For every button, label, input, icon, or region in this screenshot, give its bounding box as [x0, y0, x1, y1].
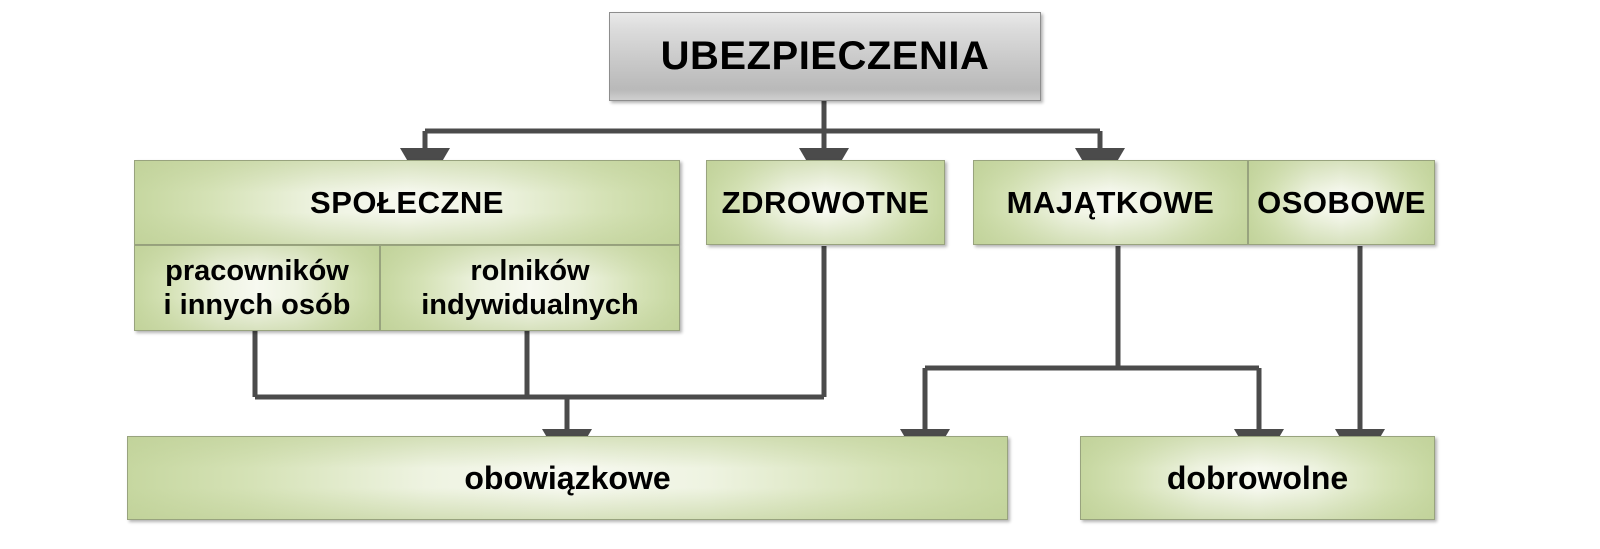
spoleczne-subgroup: pracowników i innych osób rolników indyw…	[134, 245, 680, 331]
node-majatkowe-label: MAJĄTKOWE	[1006, 184, 1215, 220]
node-zdrowotne[interactable]: ZDROWOTNE	[706, 160, 945, 245]
node-rolnikow-line2: indywidualnych	[421, 289, 639, 321]
node-osobowe-label: OSOBOWE	[1257, 184, 1426, 220]
node-spoleczne-label: SPOŁECZNE	[310, 184, 504, 220]
node-dobrowolne[interactable]: dobrowolne	[1080, 436, 1435, 520]
node-spoleczne[interactable]: SPOŁECZNE	[134, 160, 680, 245]
node-osobowe[interactable]: OSOBOWE	[1248, 160, 1435, 245]
node-pracownikow-i-innych-osob[interactable]: pracowników i innych osób	[134, 245, 380, 331]
node-dobrowolne-label: dobrowolne	[1166, 459, 1349, 496]
node-pracownikow-label: pracowników i innych osób	[164, 254, 351, 322]
node-rolnikow-label: rolników indywidualnych	[421, 254, 639, 322]
node-obowiazkowe[interactable]: obowiązkowe	[127, 436, 1008, 520]
node-obowiazkowe-label: obowiązkowe	[464, 459, 671, 496]
node-pracownikow-line2: i innych osób	[163, 289, 351, 321]
node-rolnikow-line1: rolników	[470, 254, 590, 287]
node-majatkowe[interactable]: MAJĄTKOWE	[973, 160, 1248, 245]
node-zdrowotne-label: ZDROWOTNE	[721, 184, 930, 220]
node-ubezpieczenia-label: UBEZPIECZENIA	[660, 34, 990, 78]
node-pracownikow-line1: pracowników	[165, 254, 349, 287]
node-ubezpieczenia[interactable]: UBEZPIECZENIA	[609, 12, 1041, 101]
node-rolnikow-indywidualnych[interactable]: rolników indywidualnych	[380, 245, 680, 331]
majatkowe-osobowe-group: MAJĄTKOWE OSOBOWE	[973, 160, 1435, 245]
